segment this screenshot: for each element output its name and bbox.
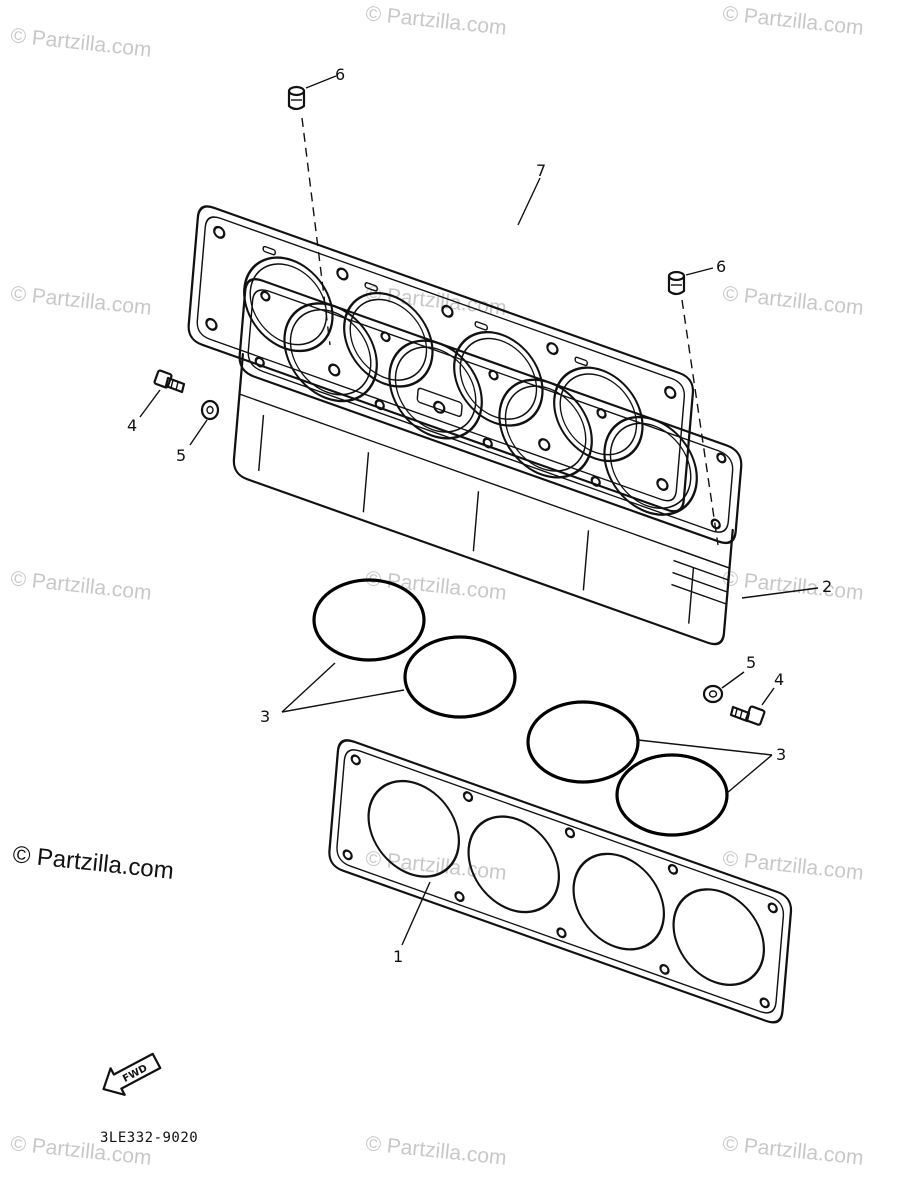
callout-4-right: 4 bbox=[774, 670, 784, 689]
watermark: © Partzilla.com bbox=[9, 24, 152, 62]
leader-4-right bbox=[761, 687, 775, 706]
leader-3-left-a bbox=[281, 662, 336, 713]
callout-7: 7 bbox=[536, 161, 546, 180]
cylinder-block[interactable] bbox=[230, 275, 743, 649]
cylinder-base-gasket[interactable] bbox=[328, 736, 793, 1026]
watermark: © Partzilla.com bbox=[721, 282, 864, 320]
o-ring-group-right[interactable] bbox=[526, 700, 729, 837]
dowel-pin-top[interactable] bbox=[287, 85, 306, 111]
watermark: © Partzilla.com bbox=[364, 567, 507, 605]
leader-5-left bbox=[189, 419, 208, 446]
callout-4-left: 4 bbox=[127, 416, 137, 435]
watermark: © Partzilla.com bbox=[721, 567, 864, 605]
callout-6-right: 6 bbox=[716, 257, 726, 276]
dowel-pin-right[interactable] bbox=[667, 270, 686, 296]
fwd-arrow-icon: FWD bbox=[102, 1052, 162, 1096]
diagram-code: 3LE332-9020 bbox=[100, 1130, 198, 1146]
leader-6-top bbox=[305, 75, 337, 89]
callout-5-right: 5 bbox=[746, 653, 756, 672]
o-ring-group-left[interactable] bbox=[312, 578, 517, 719]
leader-4-left bbox=[139, 389, 161, 418]
leader-6-right bbox=[685, 267, 714, 276]
watermark-prominent: © Partzilla.com bbox=[11, 841, 175, 885]
watermark: © Partzilla.com bbox=[364, 2, 507, 40]
callout-2: 2 bbox=[822, 577, 832, 596]
leader-3-right-b bbox=[726, 754, 773, 794]
bolt-left[interactable] bbox=[153, 369, 186, 394]
leader-dowel-top bbox=[301, 117, 331, 346]
watermark: © Partzilla.com bbox=[9, 567, 152, 605]
callout-5-left: 5 bbox=[176, 446, 186, 465]
washer-right[interactable] bbox=[702, 684, 724, 704]
watermark-layer: © Partzilla.com © Partzilla.com © Partzi… bbox=[9, 2, 864, 1170]
watermark: © Partzilla.com bbox=[721, 1132, 864, 1170]
o-ring[interactable] bbox=[403, 635, 517, 719]
leader-3-right-a bbox=[637, 739, 773, 756]
leader-5-right bbox=[721, 671, 745, 689]
leader-1 bbox=[401, 881, 431, 946]
leader-2 bbox=[741, 587, 819, 599]
bolt-right[interactable] bbox=[729, 705, 766, 726]
o-ring[interactable] bbox=[312, 578, 426, 662]
leader-3-left-b bbox=[281, 689, 405, 713]
callout-3-right: 3 bbox=[776, 745, 786, 764]
o-ring[interactable] bbox=[615, 753, 729, 837]
watermark: © Partzilla.com bbox=[9, 282, 152, 320]
leader-7 bbox=[517, 177, 541, 226]
callout-3-left: 3 bbox=[260, 707, 270, 726]
cylinder-head-gasket[interactable] bbox=[187, 203, 695, 516]
washer-left[interactable] bbox=[200, 399, 220, 421]
leader-dowel-right bbox=[681, 299, 719, 546]
watermark: © Partzilla.com bbox=[364, 1132, 507, 1170]
callout-6-top: 6 bbox=[335, 65, 345, 84]
o-ring[interactable] bbox=[526, 700, 640, 784]
watermark: © Partzilla.com bbox=[721, 2, 864, 40]
callout-1: 1 bbox=[393, 947, 403, 966]
